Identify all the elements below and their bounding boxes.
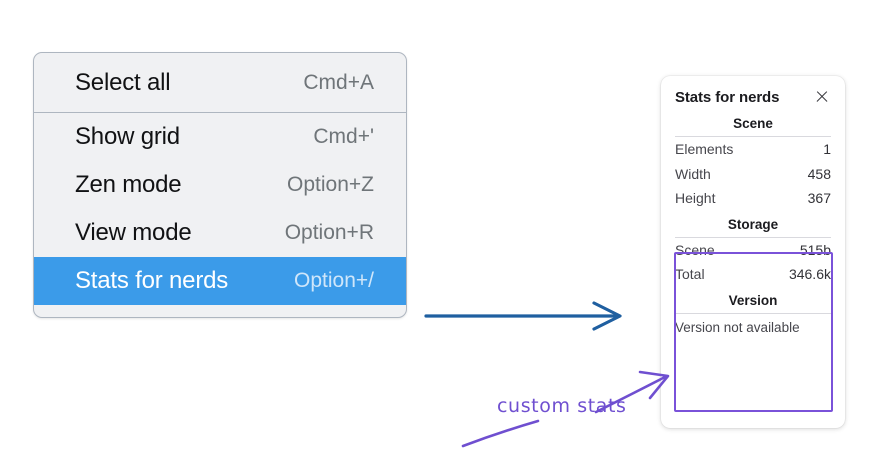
menu-item-label: View mode [75,219,192,246]
menu-item-shortcut: Cmd+' [313,125,374,148]
menu-item-show-grid[interactable]: Show grid Cmd+' [34,113,406,161]
version-note: Version not available [675,319,800,335]
stat-value: 367 [807,190,831,206]
purple-underline-stroke [461,419,540,448]
menu-item-shortcut: Cmd+A [303,71,374,94]
annotation-label-custom-stats: custom stats [497,395,627,417]
menu-item-label: Show grid [75,123,180,150]
menu-item-label: Zen mode [75,171,182,198]
close-icon[interactable] [813,88,831,106]
menu-item-zen-mode[interactable]: Zen mode Option+Z [34,161,406,209]
panel-title: Stats for nerds [675,88,780,106]
menu-divider [34,112,406,113]
panel-body: Scene Elements 1 Width 458 Height 367 St… [661,110,845,339]
menu-group-2: Show grid Cmd+' Zen mode Option+Z View m… [34,113,406,317]
stat-value: 458 [807,165,831,182]
menu-group-1: Select all Cmd+A [34,53,406,112]
menu-item-shortcut: Option+Z [287,173,374,196]
blue-arrow-icon [424,301,622,331]
menu-item-shortcut: Option+/ [294,269,374,292]
stat-label: Elements [675,141,734,157]
stat-row-storage-total: Total 346.6k [675,262,831,287]
section-heading-storage: Storage [727,216,779,232]
menu-item-label: Select all [75,69,171,96]
section-rule [675,136,831,137]
panel-header: Stats for nerds [661,76,845,110]
menu-item-shortcut: Option+R [284,221,374,244]
stat-row-storage-scene: Scene 515b [675,238,831,263]
stat-label: Height [675,190,716,206]
stat-label: Width [675,165,711,182]
menu-item-select-all[interactable]: Select all Cmd+A [34,59,406,107]
section-rule [675,236,831,238]
stats-for-nerds-panel[interactable]: Stats for nerds Scene Elements 1 Width 4… [661,76,845,428]
context-menu[interactable]: Select all Cmd+A Show grid Cmd+' Zen mod… [33,52,407,318]
section-rule [675,312,831,314]
stat-row-width: Width 458 [675,162,831,187]
stat-value: 346.6k [788,266,831,282]
section-heading-version: Version [728,292,778,308]
stat-label: Scene [675,241,715,258]
stat-value: 515b [799,241,831,258]
stat-value: 1 [823,141,831,157]
menu-item-label: Stats for nerds [75,267,229,294]
menu-item-view-mode[interactable]: View mode Option+R [34,209,406,257]
section-heading-scene: Scene [733,116,773,131]
stat-label: Total [675,266,705,282]
stat-row-elements: Elements 1 [675,137,831,162]
menu-item-stats-for-nerds[interactable]: Stats for nerds Option+/ [34,257,406,305]
stat-row-height: Height 367 [675,186,831,211]
